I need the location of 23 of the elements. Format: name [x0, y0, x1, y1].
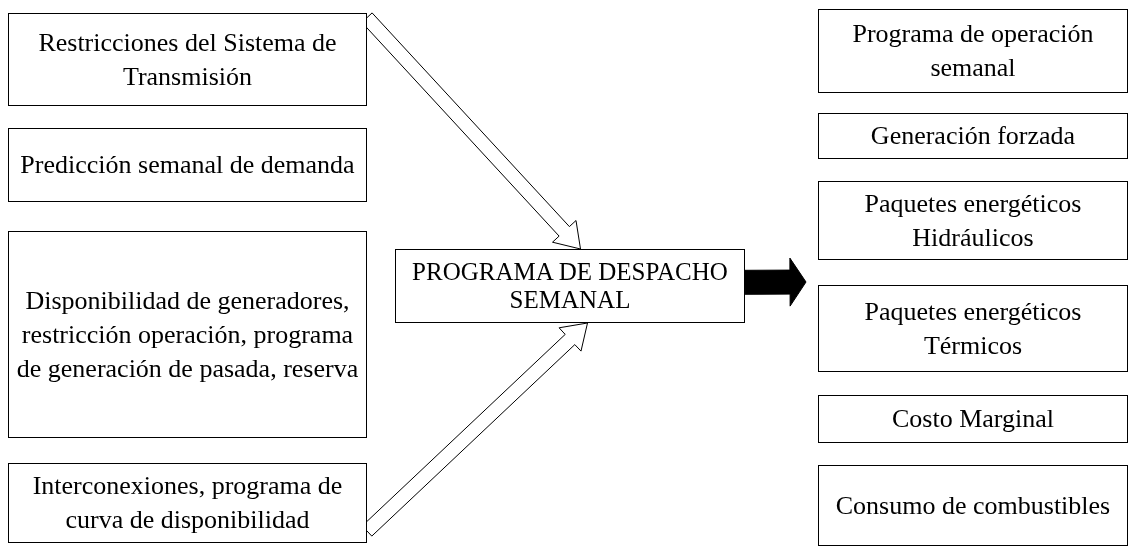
process-box — [395, 249, 745, 323]
box-text: Disponibilidad de generadores, restricción operación, programa de generación de pasada, reserva — [15, 284, 360, 385]
box-text: Costo Marginal — [892, 403, 1054, 435]
box-text: Interconexiones, programa de curva de disponibilidad — [31, 470, 344, 536]
box-text: Paquetes energéticos Hidráulicos — [863, 187, 1083, 254]
box-text: Generación forzada — [870, 120, 1076, 152]
process-box — [818, 465, 1128, 546]
box-text: Predicción semanal de demanda — [20, 149, 355, 181]
process-box — [818, 285, 1128, 372]
box-text: Paquetes energéticos Térmicos — [863, 295, 1083, 362]
process-box — [818, 113, 1128, 159]
box-text: PROGRAMA DE DESPACHO SEMANAL — [411, 258, 729, 314]
process-box — [818, 9, 1128, 93]
box-text: Restricciones del Sistema de Transmisión — [37, 26, 338, 93]
block-arrow — [744, 257, 807, 307]
process-box — [8, 463, 367, 543]
process-box — [818, 181, 1128, 260]
process-box — [8, 128, 367, 202]
process-box — [818, 395, 1128, 443]
process-box — [8, 13, 367, 106]
process-box — [8, 231, 367, 438]
box-text: Programa de operación semanal — [851, 18, 1095, 84]
box-text: Consumo de combustibles — [835, 489, 1111, 522]
